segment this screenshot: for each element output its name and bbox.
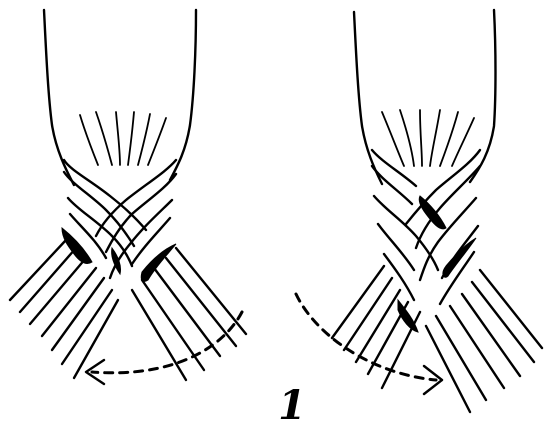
right-braid-sections [372,150,480,304]
left-braid-panel [10,10,246,384]
right-fine-strands [382,110,474,166]
right-braid-panel [296,10,542,412]
left-move-arrow [92,312,242,373]
step-number: 1 [268,384,316,428]
right-shade-1 [419,196,446,229]
left-lower-strands [10,240,246,380]
right-lower-strands [332,266,542,412]
right-move-arrow [296,294,436,380]
left-fine-strands [80,112,166,165]
